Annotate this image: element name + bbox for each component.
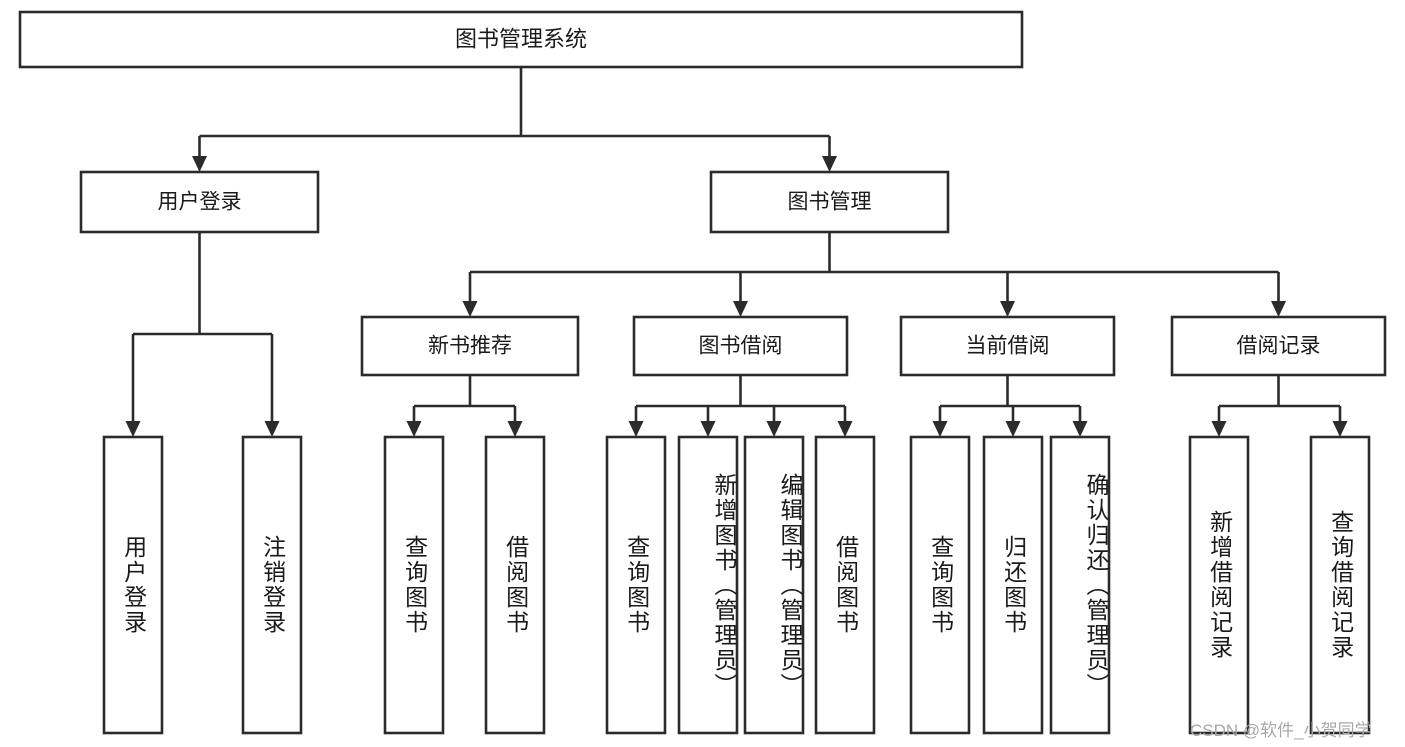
node-current-borrow[interactable]: 当前借阅 [899,315,1116,377]
arrow-head-icon [837,421,853,437]
node-leaf-query-book-3[interactable] [909,435,971,735]
node-root[interactable]: 图书管理系统 [18,10,1024,69]
node-book-borrow-rect [632,315,849,377]
node-leaf-borrow-book-2-rect [814,435,876,735]
arrow-head-icon [406,421,422,437]
node-leaf-query-book-2-rect [605,435,667,735]
node-leaf-return-book-rect [982,435,1044,735]
node-root-label: 图书管理系统 [455,26,587,51]
node-leaf-add-book-admin[interactable] [677,435,739,735]
arrow-head-icon [822,156,837,172]
node-leaf-confirm-return[interactable] [1049,435,1111,735]
arrow-head-icon [1332,421,1348,437]
node-borrow-record-label: 借阅记录 [1237,335,1321,358]
node-leaf-add-book-admin-rect [677,435,739,735]
arrow-head-icon [1005,421,1021,437]
node-leaf-query-book-2[interactable] [605,435,667,735]
node-leaf-borrow-book-2[interactable] [814,435,876,735]
node-leaf-query-book-1-rect [383,435,445,735]
node-leaf-logout[interactable] [241,435,303,735]
node-leaf-query-book-3-rect [909,435,971,735]
arrow-head-icon [1271,301,1286,317]
arrow-head-icon [1211,421,1227,437]
node-leaf-query-book-1[interactable] [383,435,445,735]
node-current-borrow-label: 当前借阅 [966,335,1050,358]
arrow-head-icon [507,421,523,437]
node-leaf-add-record[interactable] [1188,435,1250,735]
node-new-book-recommend-rect [360,315,580,377]
node-current-borrow-rect [899,315,1116,377]
arrow-head-icon [700,421,716,437]
node-leaf-confirm-return-rect [1049,435,1111,735]
node-leaf-query-record-rect [1309,435,1371,735]
node-leaf-borrow-book-1-rect [484,435,546,735]
node-user-login-rect [79,170,320,234]
node-leaf-user-login[interactable] [102,435,164,735]
arrow-head-icon [932,421,948,437]
node-borrow-record-rect [1170,315,1387,377]
arrow-head-icon [628,421,644,437]
connectors-layer [125,67,1348,437]
node-leaf-logout-rect [241,435,303,735]
node-book-manage-label: 图书管理 [788,191,872,214]
node-leaf-edit-book-admin[interactable] [743,435,805,735]
node-book-manage[interactable]: 图书管理 [709,170,950,234]
arrow-head-icon [1000,301,1015,317]
arrow-head-icon [733,301,748,317]
node-leaf-return-book[interactable] [982,435,1044,735]
node-root-rect [18,10,1024,69]
arrow-head-icon [766,421,782,437]
node-leaf-borrow-book-1[interactable] [484,435,546,735]
arrow-head-icon [192,156,207,172]
arrow-head-icon [462,301,478,317]
node-leaf-add-record-rect [1188,435,1250,735]
node-new-book-recommend[interactable]: 新书推荐 [360,315,580,377]
arrow-head-icon [264,421,280,437]
node-new-book-recommend-label: 新书推荐 [428,335,512,358]
node-leaf-edit-book-admin-rect [743,435,805,735]
arrow-head-icon [1072,421,1088,437]
node-book-manage-rect [709,170,950,234]
node-leaf-query-record[interactable] [1309,435,1371,735]
node-book-borrow-label: 图书借阅 [699,335,783,358]
node-user-login-label: 用户登录 [158,191,242,214]
watermark-text: CSDN @软件_小贺同学 [1190,721,1372,740]
node-book-borrow[interactable]: 图书借阅 [632,315,849,377]
node-leaf-user-login-rect [102,435,164,735]
arrow-head-icon [125,421,141,437]
node-user-login[interactable]: 用户登录 [79,170,320,234]
node-borrow-record[interactable]: 借阅记录 [1170,315,1387,377]
